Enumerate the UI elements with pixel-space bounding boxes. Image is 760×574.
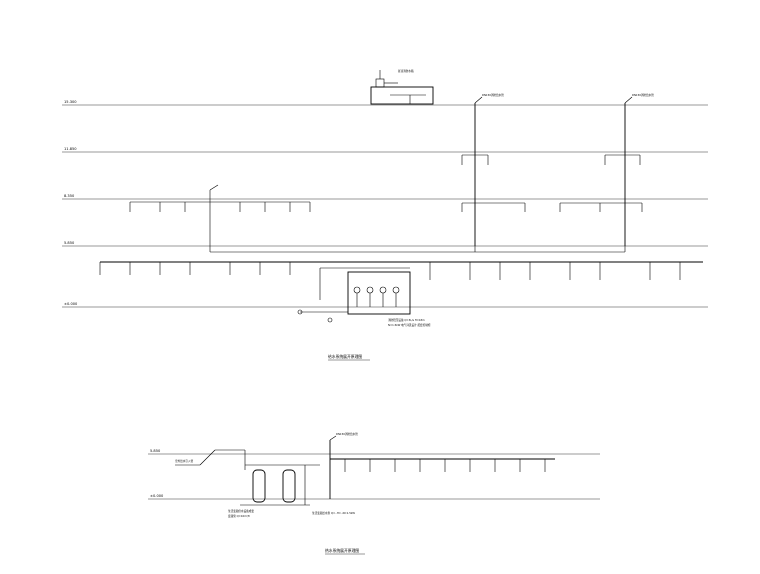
pump-note-line-2: N=1.5kW 电气详见设计 配套控制柜 <box>388 323 431 327</box>
pump-note: 生活变频给水泵 Q=..H=..N=1.5kW <box>312 511 355 515</box>
lower-riser: DN150消防给水管 <box>329 432 358 499</box>
inlet-label: 室外给水引入管 <box>175 459 194 463</box>
riser-label: DN150消防给水管 <box>482 93 504 97</box>
riser-label: DN150消防给水管 <box>336 432 358 436</box>
lower-inlet: 室外给水引入管 <box>175 449 246 470</box>
lower-diagram: 5.850 ±0.000 DN150消防给水管 室外给水引入管 生活变频供水设备… <box>148 432 600 555</box>
level-label: ±0.000 <box>150 494 164 498</box>
level-label: 8.350 <box>64 194 75 198</box>
upper-diagram: 15.300 11.850 8.350 5.850 ±0.000 屋顶消防水箱 … <box>62 69 708 361</box>
branch-level-3-left <box>129 184 311 246</box>
pump-note-line-1: 消防稳压设备 Q=3L/s H=43m <box>388 318 425 322</box>
upper-caption: 给水系统展开原理图 <box>328 354 362 359</box>
lower-tanks: 生活变频供水设备成套 变频泵 Q=10m³/h 生活变频给水泵 Q=..H=..… <box>228 464 355 518</box>
level-label: 15.300 <box>64 100 77 104</box>
riser-label: DN150消防给水管 <box>632 93 654 97</box>
level-label: ±0.000 <box>64 302 78 306</box>
lower-caption: 热水系统展开原理图 <box>325 548 359 553</box>
roof-water-tank: 屋顶消防水箱 <box>370 69 434 105</box>
main-distribution-pipe <box>99 246 703 280</box>
pump-set: 消防稳压设备 Q=3L/s H=43m N=1.5kW 电气详见设计 配套控制柜 <box>297 267 431 327</box>
riser-left: DN150消防给水管 <box>461 93 526 246</box>
upper-floor-lines <box>62 104 708 308</box>
level-label: 5.850 <box>150 449 161 453</box>
level-label: 11.850 <box>64 147 77 151</box>
equipment-label: 生活变频供水设备成套 <box>228 509 254 513</box>
level-label: 5.850 <box>64 241 75 245</box>
riser-right: DN150消防给水管 <box>559 93 654 246</box>
lower-floor-lines <box>148 453 600 500</box>
lower-branch-header <box>330 458 555 472</box>
roof-equipment-label: 屋顶消防水箱 <box>398 69 414 73</box>
equipment-label: 变频泵 Q=10m³/h <box>228 514 251 518</box>
upper-level-labels: 15.300 11.850 8.350 5.850 ±0.000 <box>64 100 78 306</box>
